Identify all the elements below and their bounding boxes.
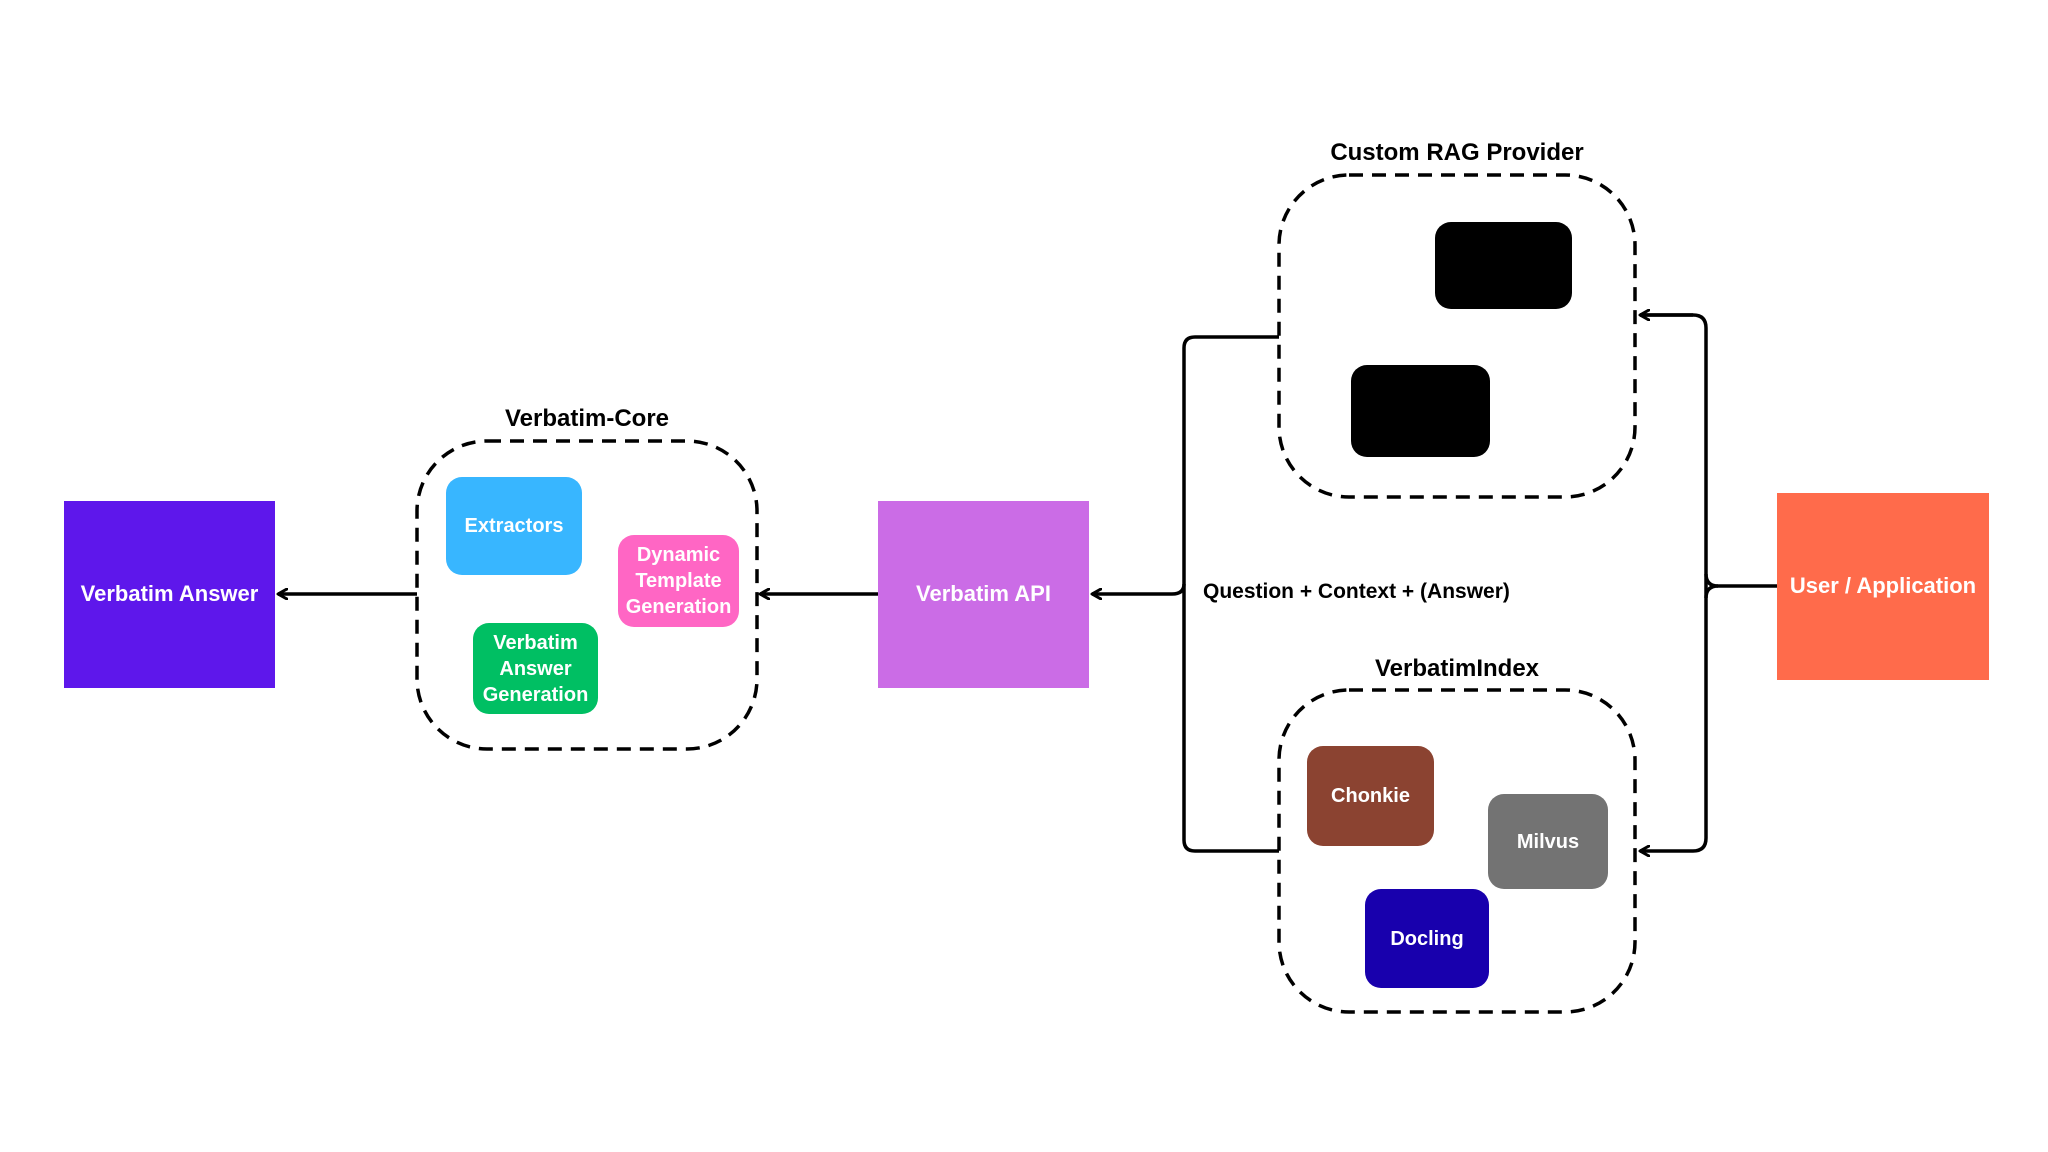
verbatim-api-node: Verbatim API [878,501,1089,688]
question-context-answer-label: Question + Context + (Answer) [1203,580,1510,603]
chonkie-node: Chonkie [1307,746,1434,846]
answer-generation-line-3: Generation [482,683,589,706]
user-connector-lower [1704,584,1719,599]
dynamic-template-line-1: Dynamic [636,544,721,566]
dynamic-template-line-3: Generation [625,596,732,618]
verbatim-core-group [415,439,759,751]
verbatim-index-group [1277,688,1637,1014]
verbatim-answer-generation-node: Verbatim Answer Generation [473,623,598,714]
custom-rag-provider-label: Custom RAG Provider [1330,139,1584,166]
verbatim-core-label: Verbatim-Core [504,405,670,432]
user-connector [1704,573,1777,588]
docling-node: Docling [1365,889,1489,988]
redacted-box-bottom [1351,365,1490,457]
extractors-node: Extractors [446,477,582,575]
user-application-node: User / Application [1777,493,1989,680]
providers-to-api-bracket [1182,335,1279,853]
redacted-box-top [1435,222,1572,309]
dynamic-template-generation-node: Dynamic Template Generation [618,535,739,627]
milvus-node: Milvus [1488,794,1608,889]
user-to-providers-bracket [1640,313,1708,851]
bracket-to-api-arrow [1092,583,1186,594]
answer-generation-line-2: Answer [499,657,572,680]
verbatim-index-label: VerbatimIndex [1374,655,1540,682]
custom-rag-provider-group [1277,173,1637,499]
dynamic-template-line-2: Template [635,570,722,592]
answer-generation-line-1: Verbatim [493,631,578,654]
verbatim-answer-node: Verbatim Answer [64,501,275,688]
